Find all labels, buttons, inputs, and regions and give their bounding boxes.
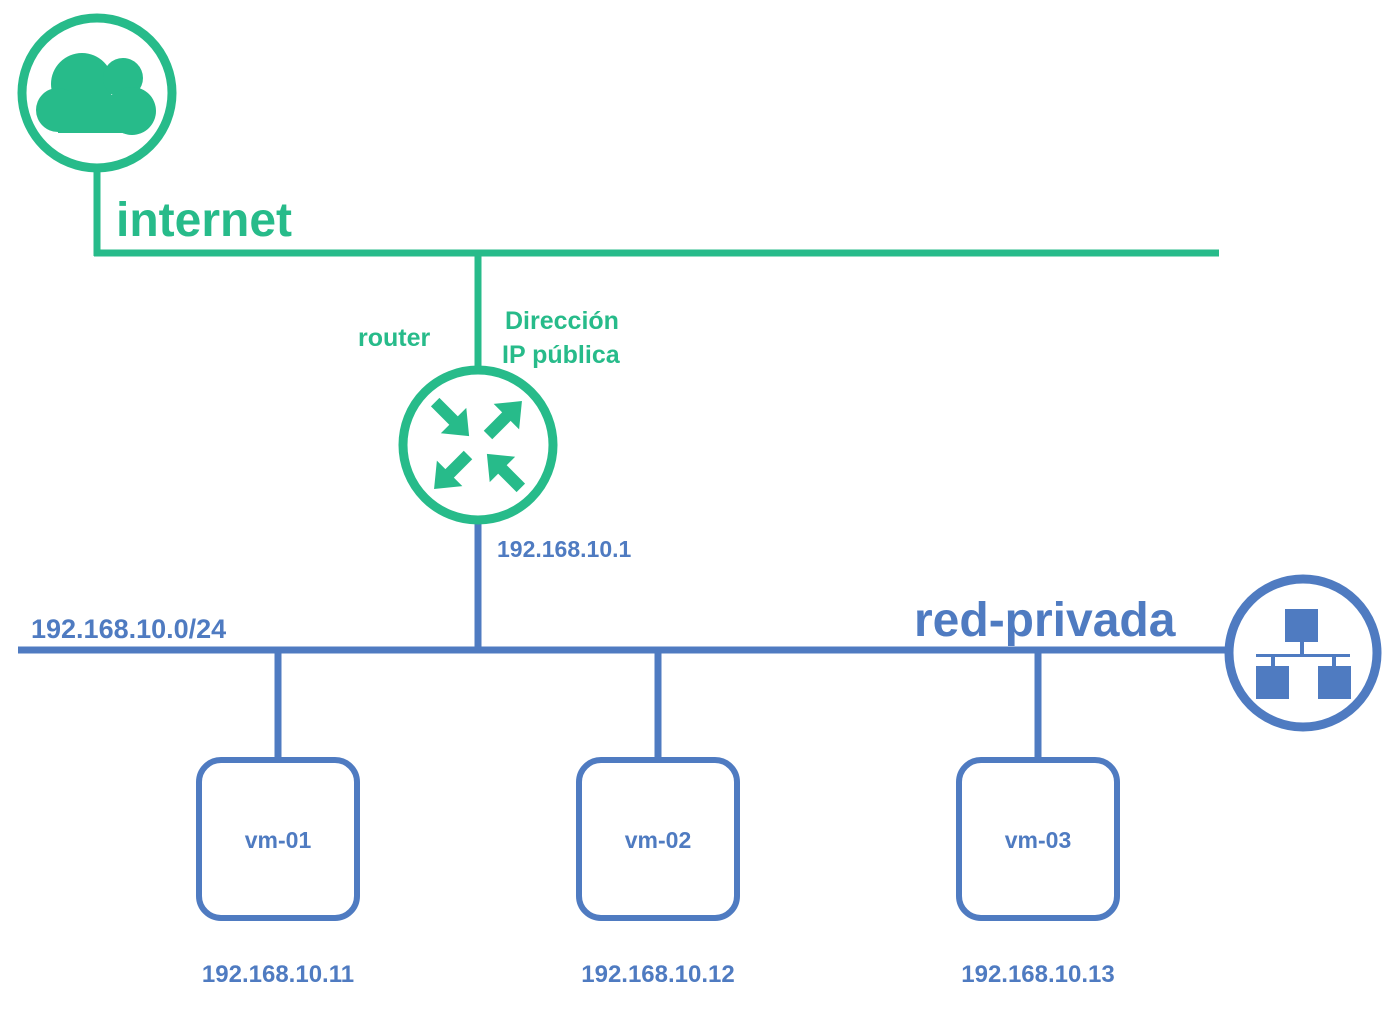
vm-ip: 192.168.10.11 (202, 961, 354, 988)
vm-ip: 192.168.10.12 (581, 961, 734, 988)
vm-box (956, 757, 1120, 921)
public-ip-label-line2: IP pública (502, 341, 621, 369)
router-node (398, 365, 558, 525)
vm-name: vm-01 (245, 827, 312, 853)
vm-node: vm-02 192.168.10.12 (576, 650, 740, 988)
vm-name: vm-03 (1005, 827, 1071, 853)
vm-ip: 192.168.10.13 (961, 961, 1114, 988)
router-label: router (358, 324, 431, 352)
network-topology-icon (1256, 609, 1351, 699)
cloud-icon (36, 53, 156, 135)
public-ip-label-line1: Dirección (505, 307, 619, 335)
router-private-ip: 192.168.10.1 (497, 536, 632, 562)
private-network-group: 192.168.10.0/24 red-privada (18, 574, 1382, 732)
internet-label: internet (116, 194, 292, 247)
network-cidr-label: 192.168.10.0/24 (31, 614, 226, 644)
router-arrows-icon (430, 397, 526, 493)
vm-node: vm-01 192.168.10.11 (196, 650, 360, 988)
vm-node: vm-03 192.168.10.13 (956, 650, 1120, 988)
router-group: router Dirección IP pública 192.168.10.1 (358, 253, 632, 650)
vm-layer: vm-01192.168.10.11vm-02192.168.10.12vm-0… (196, 650, 1120, 988)
network-name-label: red-privada (914, 594, 1176, 647)
internet-group: internet (17, 13, 1219, 257)
vm-box (196, 757, 360, 921)
vm-name: vm-02 (625, 827, 691, 853)
vm-box (576, 757, 740, 921)
